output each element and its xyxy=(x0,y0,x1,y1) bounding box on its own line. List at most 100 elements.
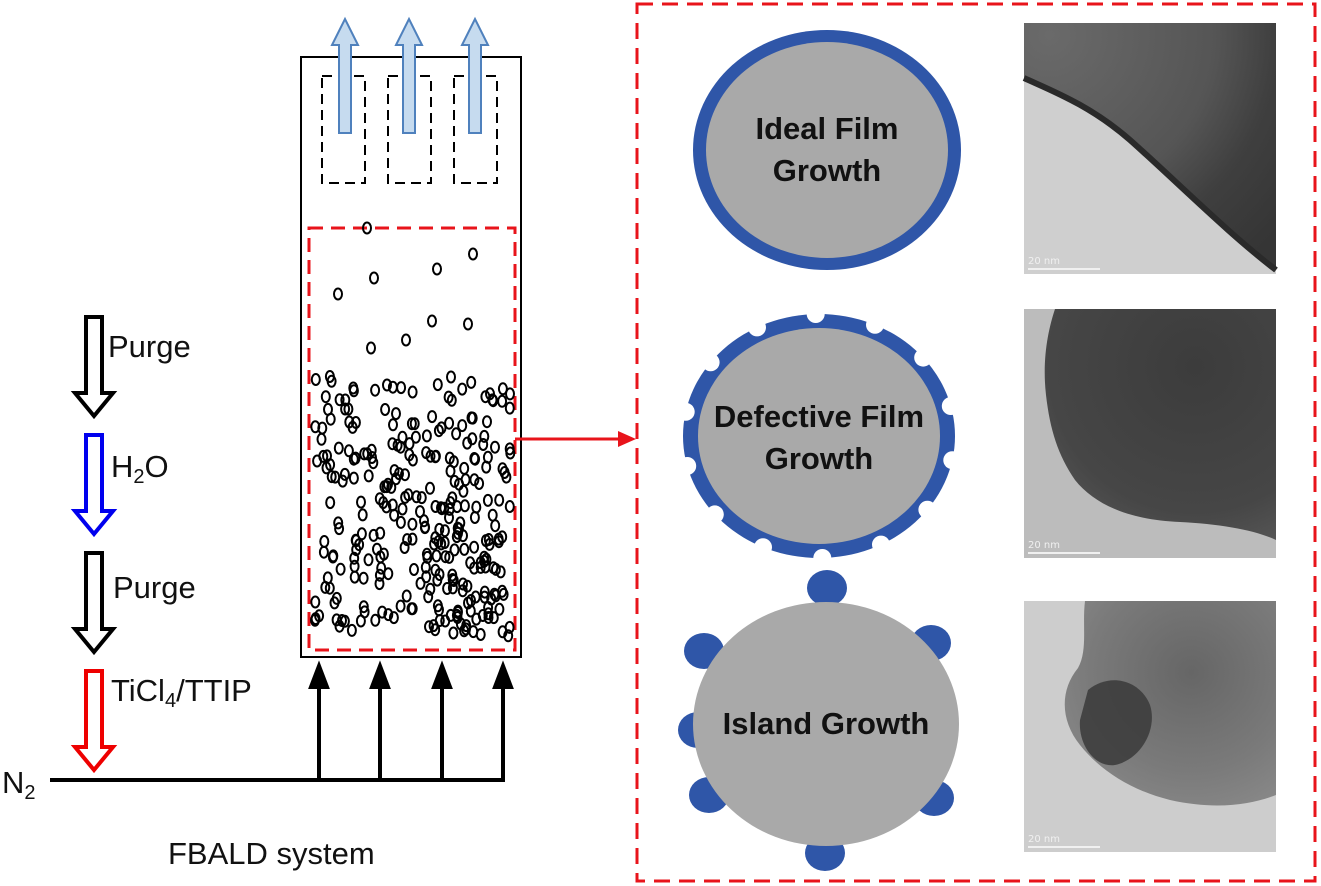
bed-particle xyxy=(358,600,369,614)
bed-particle xyxy=(316,432,327,446)
bed-particle xyxy=(325,458,336,472)
step-precursor-label: TiCl4/TTIP xyxy=(111,673,252,712)
bed-particle xyxy=(375,550,386,564)
ticl4-arrow xyxy=(70,669,118,774)
bed-particle xyxy=(346,623,357,637)
bed-particle xyxy=(402,533,413,547)
bed-particle xyxy=(409,563,419,576)
bed-particle xyxy=(389,464,400,478)
ideal-film-particle xyxy=(693,30,961,270)
bed-particle xyxy=(411,490,422,504)
bed-particle xyxy=(357,508,368,522)
bed-particle xyxy=(432,262,442,276)
bed-particle xyxy=(421,547,432,561)
bed-particle xyxy=(322,571,333,585)
bed-particle xyxy=(406,602,417,616)
tem-scale-defective: 20 nm xyxy=(1024,309,1276,558)
bed-particle xyxy=(333,441,344,455)
bed-particle xyxy=(447,581,458,595)
bed-particle xyxy=(445,608,456,622)
bed-particle xyxy=(480,390,491,404)
bed-particle xyxy=(397,502,408,516)
bed-particle xyxy=(349,559,360,573)
bed-particle xyxy=(330,470,341,484)
bed-particle xyxy=(340,393,351,407)
purge-arrow-1 xyxy=(70,315,118,420)
bed-particle xyxy=(363,553,374,567)
tem-image-defective xyxy=(1024,309,1276,558)
zoom-connector-arrow xyxy=(515,431,636,447)
bed-particle xyxy=(368,528,379,542)
bed-particle xyxy=(339,467,350,481)
bed-particle xyxy=(430,563,441,577)
bed-particle xyxy=(459,499,470,513)
bed-particle xyxy=(391,472,401,486)
bed-particle xyxy=(415,576,426,590)
bed-particle xyxy=(407,532,418,546)
bed-particle xyxy=(468,247,478,261)
bed-particle xyxy=(407,453,418,467)
bed-particle xyxy=(319,535,330,548)
bed-particle xyxy=(458,577,468,591)
bed-particle xyxy=(323,402,333,416)
bed-particle xyxy=(391,407,401,421)
bed-particle xyxy=(457,419,468,433)
bed-particle xyxy=(460,473,471,487)
bed-particle xyxy=(421,570,432,584)
bed-particle xyxy=(455,617,466,631)
bed-particle xyxy=(359,447,370,461)
bed-particle xyxy=(335,562,346,576)
zoom-panel xyxy=(635,2,1317,883)
exhaust-arrows xyxy=(330,16,490,134)
bed-particle xyxy=(430,449,441,463)
bed-particle xyxy=(370,383,381,397)
bed-particle xyxy=(484,537,495,551)
bed-particle xyxy=(425,582,436,596)
bed-particle xyxy=(318,449,329,463)
step-purge-2-label: Purge xyxy=(113,570,196,605)
bed-particle xyxy=(501,470,512,484)
bed-particle xyxy=(454,522,464,536)
bed-particle xyxy=(503,629,514,643)
bed-particle xyxy=(318,545,329,559)
bed-particle xyxy=(493,535,504,549)
bed-particle xyxy=(359,605,370,619)
bed-particle xyxy=(374,577,385,591)
bed-particle xyxy=(363,469,374,483)
bed-particle xyxy=(395,440,406,454)
bed-highlight-box xyxy=(307,226,517,652)
bed-particle xyxy=(388,418,398,432)
bed-particle xyxy=(368,456,379,470)
bed-particle xyxy=(395,515,406,529)
bed-particle xyxy=(494,602,505,616)
bed-particle xyxy=(379,480,390,494)
bed-particle xyxy=(459,542,470,556)
bed-particle xyxy=(482,493,493,507)
bed-particle xyxy=(396,381,407,395)
bed-particle xyxy=(333,516,344,530)
bed-particle xyxy=(334,393,345,407)
bed-particle xyxy=(449,543,460,557)
particle-bed xyxy=(310,221,516,643)
bed-particle xyxy=(356,527,367,541)
tem-scale-ideal: 20 nm xyxy=(1024,23,1276,274)
bed-particle xyxy=(449,474,460,488)
bed-particle xyxy=(350,533,361,547)
bed-particle xyxy=(340,402,351,416)
bed-particle xyxy=(481,460,492,474)
bed-particle xyxy=(348,381,359,395)
bed-particle xyxy=(349,551,360,565)
bed-particle xyxy=(362,221,372,235)
bed-particle xyxy=(320,390,331,404)
bed-particle xyxy=(469,452,480,465)
scale-bar-label: 20 nm xyxy=(1028,540,1060,551)
bed-particle xyxy=(467,411,478,425)
bed-particle xyxy=(497,394,508,408)
bed-particle xyxy=(478,438,489,451)
bed-particle xyxy=(425,481,435,495)
bed-particle xyxy=(325,496,336,510)
bed-particle xyxy=(407,385,418,399)
